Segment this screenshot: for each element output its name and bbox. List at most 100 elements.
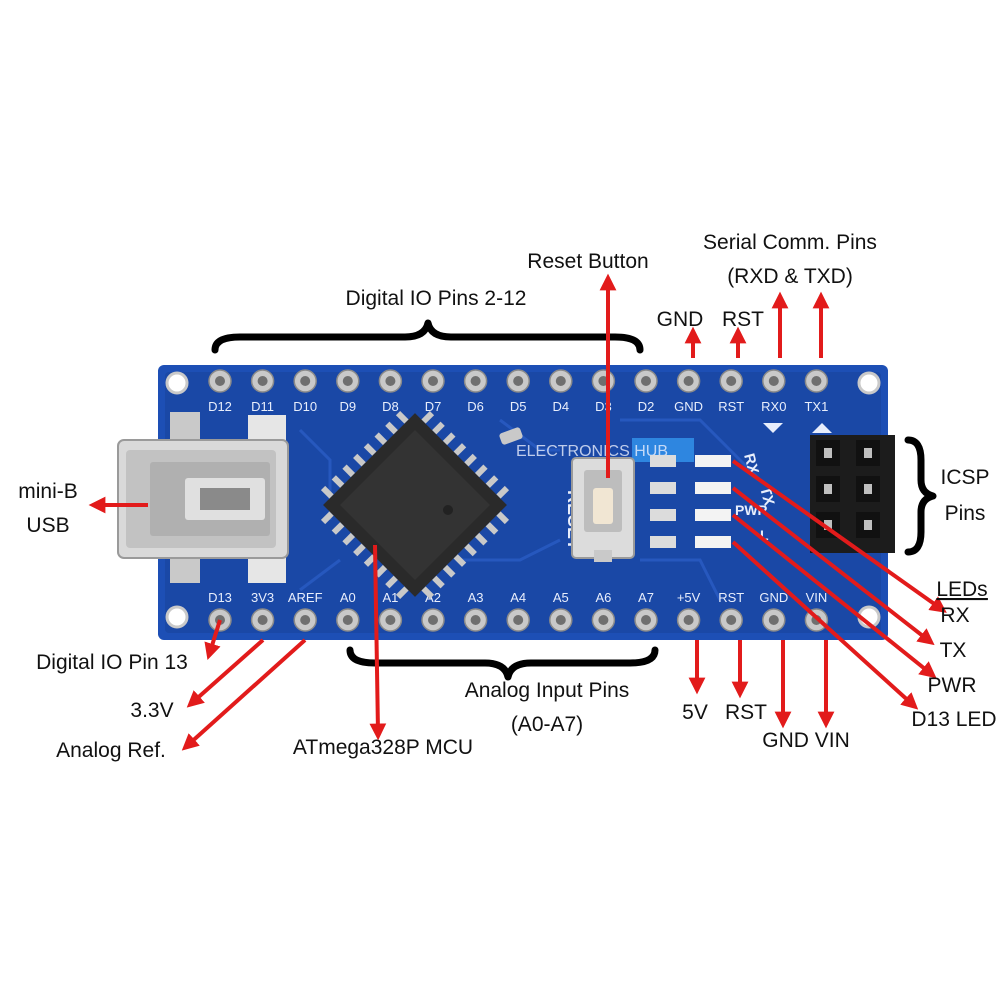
mcu-lead bbox=[385, 421, 398, 435]
mcu-lead bbox=[331, 522, 345, 535]
bottom-pin-label: A3 bbox=[468, 590, 484, 605]
icsp-header bbox=[810, 435, 895, 553]
bottom-pin-5v: +5V bbox=[676, 590, 701, 632]
reset-button[interactable] bbox=[571, 457, 635, 562]
bottom-pin-label: GND bbox=[759, 590, 788, 605]
mcu-lead bbox=[453, 554, 467, 567]
led-tx-label: TX bbox=[940, 639, 967, 662]
mcu-lead bbox=[353, 453, 366, 467]
bottom-pin-label: D13 bbox=[208, 590, 232, 605]
bottom-pin-a0: A0 bbox=[336, 590, 360, 632]
led-l-silkscreen: L bbox=[760, 527, 769, 543]
led-d13-label: D13 LED bbox=[911, 708, 996, 731]
mcu-lead bbox=[331, 475, 345, 488]
mcu-lead bbox=[474, 464, 488, 478]
rst-bottom-label: RST bbox=[725, 701, 767, 724]
mcu-lead bbox=[342, 532, 356, 546]
braces bbox=[211, 319, 937, 681]
bottom-pin-a7: A7 bbox=[634, 590, 658, 632]
led-rx bbox=[650, 455, 731, 467]
mcu-lead bbox=[421, 410, 435, 424]
serial-label-line2: (RXD & TXD) bbox=[727, 265, 853, 288]
bottom-pin-label: AREF bbox=[288, 590, 323, 605]
v33-arrow bbox=[186, 638, 265, 708]
top-pin-d5: D5 bbox=[506, 369, 530, 414]
mcu-arrow bbox=[369, 544, 387, 741]
mini-b-label-line1: mini-B bbox=[18, 480, 78, 503]
top-pin-d7: D7 bbox=[421, 369, 445, 414]
silk-triangle bbox=[812, 423, 832, 433]
top-pin-d12: D12 bbox=[208, 369, 232, 414]
mcu-lead bbox=[395, 410, 409, 424]
led-pwr-label: PWR bbox=[928, 674, 977, 697]
mcu-lead bbox=[342, 464, 356, 478]
leds bbox=[650, 455, 731, 548]
mcu-lead bbox=[385, 575, 398, 589]
led-tx bbox=[650, 482, 731, 494]
mcu-lead bbox=[353, 543, 366, 557]
top-pin-label: D5 bbox=[510, 399, 527, 414]
aref-arrow bbox=[181, 638, 307, 751]
analog-ref-label: Analog Ref. bbox=[56, 739, 166, 762]
mcu-leads bbox=[320, 410, 510, 600]
reset-button-label: Reset Button bbox=[527, 250, 648, 273]
top-pin-label: D7 bbox=[425, 399, 442, 414]
top-pin-d8: D8 bbox=[378, 369, 403, 414]
mcu-lead bbox=[496, 485, 510, 499]
top-pin-label: D9 bbox=[339, 399, 356, 414]
mcu-lead bbox=[320, 485, 334, 499]
top-pin-label: GND bbox=[674, 399, 703, 414]
gnd-vin-label: GND VIN bbox=[762, 729, 850, 752]
v5-label: 5V bbox=[682, 701, 708, 724]
led-l bbox=[650, 536, 731, 548]
mcu-lead bbox=[421, 586, 435, 600]
serial-label-line1: Serial Comm. Pins bbox=[703, 231, 877, 254]
bottom-pin-a4: A4 bbox=[506, 590, 530, 632]
mini-b-usb-connector bbox=[117, 412, 289, 583]
mcu-lead bbox=[374, 564, 388, 578]
mcu-lead bbox=[432, 421, 445, 435]
digital-io13-label: Digital IO Pin 13 bbox=[36, 651, 188, 674]
bottom-pin-aref: AREF bbox=[288, 590, 323, 632]
icsp-label-line1: ICSP bbox=[940, 466, 989, 489]
top-pin-d9: D9 bbox=[336, 369, 360, 414]
labels: Digital IO Pins 2-12 Reset Button Serial… bbox=[18, 231, 996, 762]
top-pin-label: D6 bbox=[467, 399, 484, 414]
crystal bbox=[499, 427, 523, 445]
silk-triangle bbox=[763, 423, 783, 433]
mounting-hole bbox=[165, 605, 189, 629]
gnd-top-label: GND bbox=[657, 308, 704, 331]
top-pin-gnd: GND bbox=[674, 369, 703, 414]
mini-b-label-line2: USB bbox=[26, 514, 69, 537]
top-pin-rx0: RX0 bbox=[761, 369, 786, 414]
bottom-pin-a5: A5 bbox=[549, 590, 573, 632]
bottom-pin-label: A4 bbox=[510, 590, 526, 605]
bottom-pin-label: A0 bbox=[340, 590, 356, 605]
top-pin-tx1: TX1 bbox=[804, 369, 828, 414]
bottom-pin-label: A7 bbox=[638, 590, 654, 605]
mcu-lead bbox=[363, 443, 377, 456]
led-rx-label: RX bbox=[940, 604, 969, 627]
mcu-lead bbox=[442, 564, 456, 578]
top-pin-label: RST bbox=[718, 399, 744, 414]
watermark-text: ELECTRONICS HUB bbox=[516, 443, 668, 460]
top-pin-rst: RST bbox=[718, 369, 744, 414]
top-pin-d4: D4 bbox=[549, 369, 573, 414]
icsp-pin-tip bbox=[824, 448, 832, 458]
bottom-pin-label: +5V bbox=[677, 590, 701, 605]
bottom-pin-label: VIN bbox=[806, 590, 828, 605]
mounting-hole bbox=[857, 371, 881, 395]
icsp-pin-tip bbox=[864, 448, 872, 458]
icsp-label-line2: Pins bbox=[945, 502, 986, 525]
top-pin-label: TX1 bbox=[804, 399, 828, 414]
analog-label-line2: (A0-A7) bbox=[511, 713, 583, 736]
mcu-lead bbox=[442, 432, 456, 446]
leds-header-label: LEDs bbox=[936, 578, 987, 601]
digital-io-brace bbox=[211, 319, 644, 354]
bottom-pin-label: A5 bbox=[553, 590, 569, 605]
bottom-pin-label: 3V3 bbox=[251, 590, 274, 605]
bottom-pin-label: A6 bbox=[595, 590, 611, 605]
top-pin-d2: D2 bbox=[634, 369, 658, 414]
